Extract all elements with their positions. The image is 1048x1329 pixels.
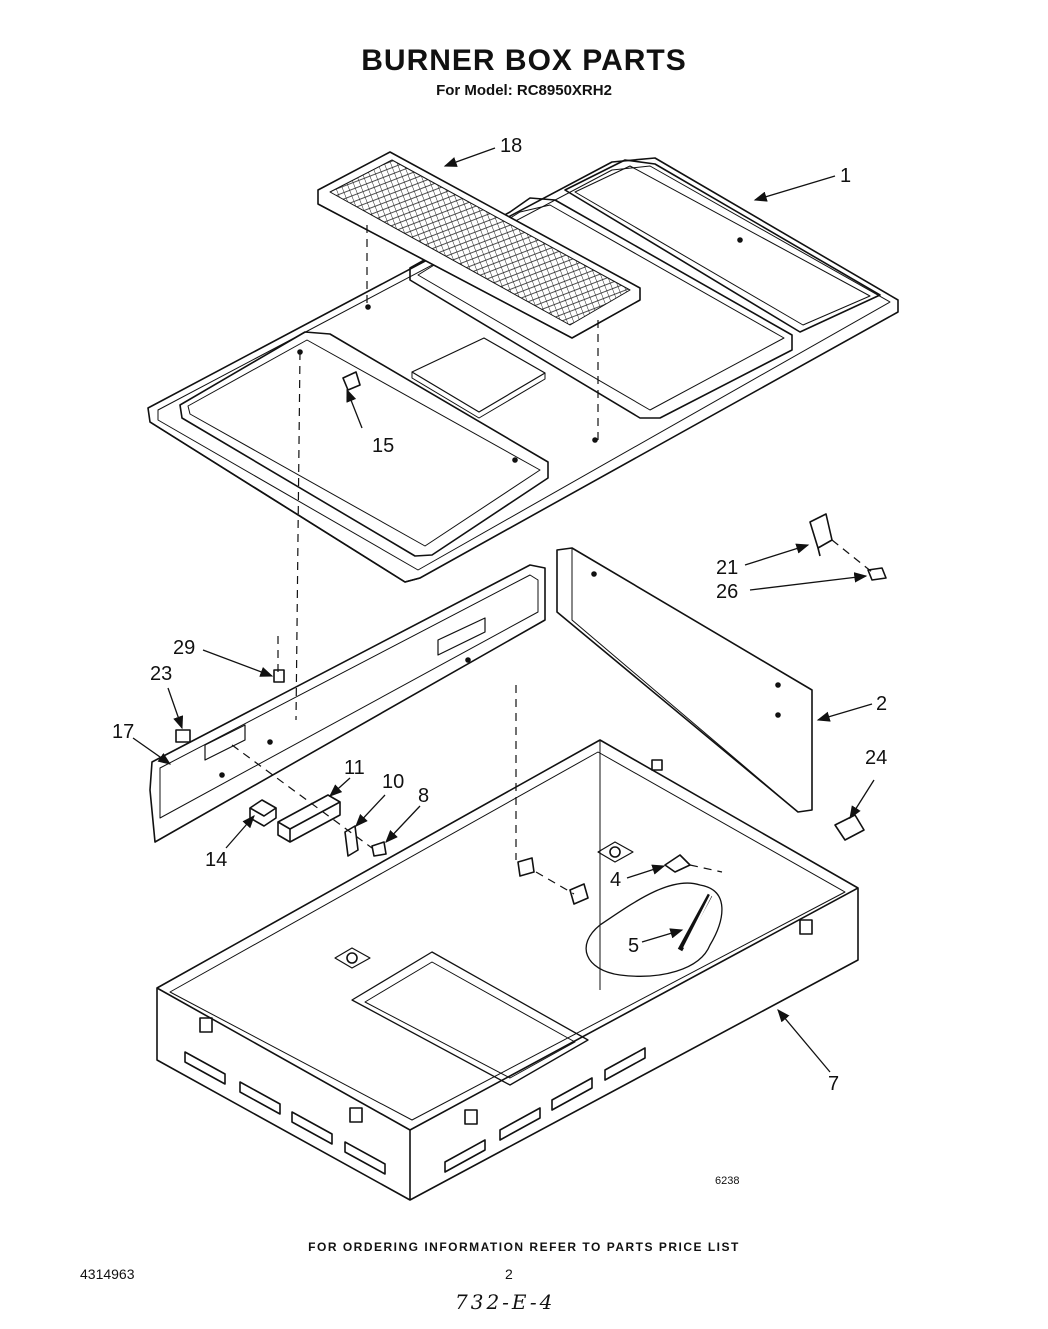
- part-15-clip: [342, 371, 361, 391]
- part-10-bracket: [344, 825, 359, 857]
- callout-26: 26: [716, 581, 738, 603]
- callout-18: 18: [500, 135, 522, 157]
- callout-17: 17: [112, 721, 134, 743]
- callout-21: 21: [716, 557, 738, 579]
- callout-10: 10: [382, 771, 404, 793]
- callout-29: 29: [173, 637, 195, 659]
- callout-5: 5: [628, 935, 639, 957]
- part-4-spring: [664, 854, 691, 873]
- burner-box-part-7: [156, 739, 859, 1201]
- grille-part-18: [317, 151, 641, 339]
- callout-24: 24: [865, 747, 887, 769]
- callout-7: 7: [828, 1073, 839, 1095]
- part-8-screw: [371, 841, 387, 857]
- part-11-terminal-block: [277, 794, 341, 843]
- page-number: 2: [505, 1266, 513, 1282]
- callout-23: 23: [150, 663, 172, 685]
- part-14-knob: [249, 799, 277, 827]
- callout-leaders: [132, 147, 875, 1073]
- part-29-clip: [273, 669, 285, 683]
- callout-15: 15: [372, 435, 394, 457]
- callout-11: 11: [344, 757, 365, 779]
- front-panel-part-17: [149, 564, 546, 843]
- part-26-screw: [867, 567, 887, 581]
- callout-4: 4: [610, 869, 621, 891]
- part-24-clip: [834, 814, 865, 841]
- callout-8: 8: [418, 785, 429, 807]
- mounting-screw: [517, 857, 589, 905]
- cutaway-part-5: [585, 882, 723, 977]
- cooktop-top-part-1: [147, 157, 899, 583]
- rear-panel-part-2: [556, 547, 813, 813]
- part-23-nut: [175, 729, 191, 743]
- part-21-bracket: [809, 513, 833, 557]
- page-title: BURNER BOX PARTS: [361, 44, 687, 77]
- callout-2: 2: [876, 693, 887, 715]
- callout-1: 1: [840, 165, 851, 187]
- callout-labels: 18 1 15 21 26 2 29 23 17 24 11 10 8 14 4…: [112, 135, 887, 1095]
- figure-id: 6238: [715, 1175, 740, 1187]
- model-subtitle: For Model: RC8950XRH2: [436, 82, 612, 99]
- document-number: 4314963: [80, 1266, 135, 1282]
- assembly-guide-lines: [231, 225, 873, 895]
- ordering-note: FOR ORDERING INFORMATION REFER TO PARTS …: [308, 1240, 740, 1254]
- handwritten-note: 732-E-4: [455, 1290, 556, 1314]
- callout-14: 14: [205, 849, 227, 871]
